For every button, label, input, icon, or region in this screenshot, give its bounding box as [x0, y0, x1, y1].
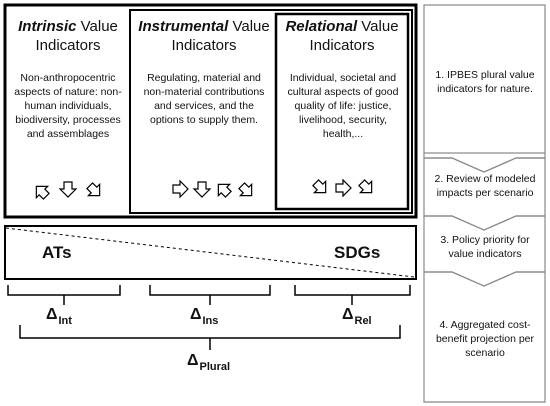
- relational-title: Relational Value Indicators: [285, 18, 399, 54]
- intrinsic-title: Intrinsic Value Indicators: [18, 18, 118, 54]
- sdgs-label: SDGs: [334, 243, 381, 262]
- step-2-label: 2. Review of modeled impacts per scenari…: [434, 173, 536, 199]
- intrinsic-description: Non-anthropocentric aspects of nature: n…: [14, 72, 122, 140]
- delta-plural: ΔPlural: [187, 352, 231, 373]
- relational-description: Individual, societal and cultural aspect…: [287, 72, 399, 140]
- step-box-4: [423, 271, 546, 403]
- step-1-label: 1. IPBES plural value indicators for nat…: [435, 69, 535, 95]
- outer-frame: [3, 3, 418, 219]
- brace-int: [7, 285, 121, 296]
- ats-label: ATs: [42, 243, 72, 262]
- step-3-label: 3. Policy priority for value indicators: [440, 234, 530, 260]
- delta-rel: ΔRel: [342, 306, 372, 327]
- delta-ins: ΔIns: [190, 306, 219, 327]
- instrumental-title: Instrumental Value Indicators: [138, 18, 270, 54]
- instrumental-frame: [129, 9, 413, 214]
- relational-frame: [274, 12, 410, 211]
- policy-band: [4, 225, 417, 280]
- step-box-1: [423, 4, 546, 154]
- instrumental-description: Regulating, material and non-material co…: [143, 72, 265, 126]
- delta-int: ΔInt: [46, 306, 72, 327]
- brace-ins: [149, 285, 271, 296]
- intrinsic-arrows: [35, 181, 101, 200]
- brace-rel: [294, 285, 411, 296]
- instrumental-arrows: [172, 179, 253, 199]
- relational-arrows: [312, 178, 373, 198]
- step-4-label: 4. Aggregated cost-benefit projection pe…: [435, 319, 535, 359]
- band-diagonal: [5, 227, 415, 278]
